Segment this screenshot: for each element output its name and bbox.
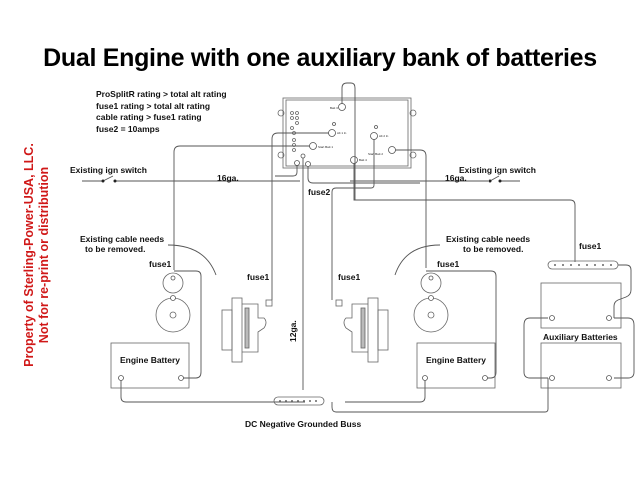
starter-motor-right: [413, 272, 449, 333]
cable-note-left-line1: Existing cable needs: [80, 234, 165, 244]
terminal-label-batt4: Batt 4: [359, 158, 367, 162]
terminal-alt1-in: [328, 129, 336, 137]
wires: [82, 82, 635, 413]
note-fuse2: fuse2 = 10amps: [96, 123, 160, 134]
note-prosplitr: ProSplitR rating > total alt rating: [96, 89, 227, 99]
cable-note-right-line1: Existing cable needs: [446, 234, 531, 244]
ign-switch-left-label: Existing ign switch: [70, 165, 147, 175]
rating-notes: ProSplitR rating > total alt rating fuse…: [96, 89, 227, 135]
alternator-left: [221, 297, 273, 363]
diagram-title: Dual Engine with one auxiliary bank of b…: [43, 44, 597, 72]
fuse1-right-alt-label: fuse1: [338, 272, 361, 282]
terminal-batt4: [350, 156, 358, 164]
fuse2-label: fuse2: [308, 187, 331, 197]
terminal-label-start-batt2: Start Batt 2: [368, 152, 384, 156]
terminal-label-alt2-in: Alt 2 In: [379, 134, 389, 138]
fuse1-aux-label: fuse1: [579, 241, 602, 251]
aux-battery-2: [540, 342, 622, 389]
alternator-right: [335, 297, 389, 363]
cable-note-left-line2: to be removed.: [85, 244, 146, 254]
terminal-label-start-batt1: Start Batt 1: [318, 145, 334, 149]
cable-note-right-line2: to be removed.: [463, 244, 524, 254]
terminal-start-batt1: [309, 142, 317, 150]
fuse1-left-alt-label: fuse1: [247, 272, 270, 282]
engine-battery-left: [110, 342, 190, 389]
terminal-start-batt2: [388, 146, 396, 154]
engine-battery-left-label: Engine Battery: [120, 355, 180, 365]
fuse1-right-starter-label: fuse1: [437, 259, 460, 269]
ign-switch-right-label: Existing ign switch: [459, 165, 536, 175]
wire-12ga-label: 12ga.: [288, 320, 298, 342]
starter-motor-left: [155, 272, 191, 333]
wire-16ga-left-label: 16ga.: [217, 173, 239, 183]
terminal-label-batt3: Batt 3: [330, 106, 338, 110]
terminal-ign2: [305, 161, 311, 167]
terminal-batt3: [338, 103, 346, 111]
note-fuse1: fuse1 rating > total alt rating: [96, 100, 211, 111]
negative-buss-label: DC Negative Grounded Buss: [245, 419, 362, 429]
aux-batteries-label: Auxiliary Batteries: [543, 332, 618, 342]
terminal-sense: [300, 153, 306, 159]
terminal-label-alt1-in: Alt 1 In: [337, 131, 347, 135]
engine-battery-right: [416, 342, 496, 389]
terminal-ign1: [294, 160, 300, 166]
negative-busbar: [273, 396, 325, 406]
fuse1-left-starter-label: fuse1: [149, 259, 172, 269]
aux-battery-1: [540, 282, 622, 329]
aux-positive-busbar: [547, 260, 619, 270]
note-cable: cable rating > fuse1 rating: [96, 112, 202, 122]
terminal-alt2-in: [370, 132, 378, 140]
engine-battery-right-label: Engine Battery: [426, 355, 486, 365]
wire-16ga-right-label: 16ga.: [445, 173, 467, 183]
ign-switch-contacts: [101, 179, 502, 183]
